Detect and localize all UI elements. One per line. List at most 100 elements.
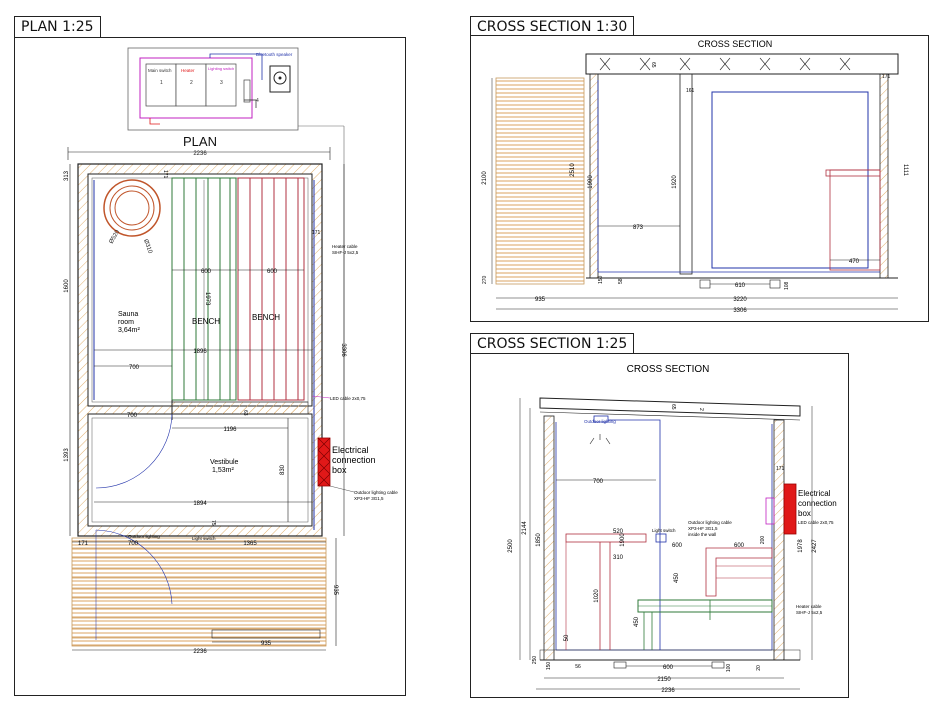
- stove: [103, 179, 161, 237]
- cs2-dim-600-a: 600: [672, 543, 683, 549]
- cs2-dim-600-b: 600: [734, 543, 745, 549]
- cs1-dim-161: 161: [686, 88, 695, 94]
- cs2-dim-171: 171: [776, 466, 785, 472]
- bench-2-label: BENCH: [252, 313, 280, 322]
- heater-cable-label-2: SIHF-J 5x2,5: [332, 250, 359, 255]
- cs1-dim-150: 150: [598, 275, 604, 284]
- plan-dim-935-side: 935: [332, 585, 338, 596]
- cs1-dim-108: 108: [784, 281, 790, 290]
- plan-dim-700-deck: 700: [128, 541, 139, 547]
- cross-section-1-25-tab: CROSS SECTION 1:25: [470, 333, 635, 354]
- cs2-dim-20: 20: [756, 665, 762, 671]
- cs2-heater-cable-2: SIHF-J 5x2,5: [796, 610, 823, 615]
- cs2-outdoor-cable-3: inside the wall: [688, 532, 716, 537]
- cs2-dim-56: 56: [575, 664, 581, 670]
- cs1-dim-270: 270: [482, 275, 488, 284]
- stove-diameter-inner: Ø310: [142, 239, 153, 255]
- sauna-room-area: 3,64m²: [118, 327, 140, 334]
- plan-elec-box-l3: box: [332, 465, 347, 475]
- cs2-heater-cable-1: Heater cable: [796, 604, 822, 609]
- cs2-outdoor-cable-1: Outdoor lighting cable: [688, 520, 732, 525]
- cs2-dim-1020: 1020: [594, 589, 600, 603]
- plan-dim-75: 75: [210, 520, 216, 526]
- cs2-dim-1850: 1850: [536, 533, 542, 547]
- cs2-dim-150: 150: [546, 662, 552, 671]
- cs1-dim-610: 610: [735, 283, 746, 289]
- plan-dim-171-deck: 171: [78, 541, 89, 547]
- cs2-dim-520: 520: [613, 529, 624, 535]
- cs2-outdoor-lighting-label: Outdoor lighting: [584, 419, 616, 424]
- cs2-dim-2500: 2500: [508, 539, 514, 553]
- plan-dim-700-sauna: 700: [129, 365, 140, 371]
- plan-dim-63: 63: [242, 410, 248, 416]
- plan-dim-1600: 1600: [64, 279, 70, 293]
- cs1-dim-1990: 1990: [588, 175, 594, 189]
- plan-elec-box-l2: connection: [332, 455, 376, 465]
- cs1-dim-935: 935: [535, 297, 546, 303]
- cs1-dim-65: 65: [650, 62, 656, 68]
- cs1-dim-470: 470: [849, 259, 860, 265]
- cs2-outdoor-cable-2: XP3-HF 3G1,5: [688, 526, 718, 531]
- cs2-dim-700: 700: [593, 479, 604, 485]
- plan-dim-171-top: 171: [162, 170, 168, 179]
- outdoor-cable-label-1: Outdoor lighting cable: [354, 490, 398, 495]
- cs2-dim-2: 2: [698, 408, 704, 411]
- panel-num-4: 4: [256, 98, 259, 104]
- panel-num-1: 1: [160, 80, 163, 86]
- cs2-led-cable-label: LED cable 2x0,75: [798, 520, 834, 525]
- plan-dim-600-green: 600: [201, 269, 212, 275]
- plan-dim-1973: 1973: [204, 292, 210, 306]
- main-switch-label: Main switch: [148, 68, 172, 73]
- heater-label: Heater: [181, 68, 195, 73]
- cs1-dim-1920: 1920: [672, 175, 678, 189]
- cross-section-1-25-drawing: CROSS SECTION Outdoor lighting Light swi…: [508, 364, 837, 694]
- cs1-dim-58: 58: [618, 278, 624, 284]
- plan-heading: PLAN: [183, 134, 217, 149]
- plan-dim-171-right: 171: [312, 230, 321, 236]
- plan-tab: PLAN 1:25: [14, 16, 101, 37]
- outdoor-cable-label-2: XP3-HF 3G1,5: [354, 496, 384, 501]
- plan-dim-1365: 1365: [243, 541, 257, 547]
- cs2-dim-1978: 1978: [798, 539, 804, 553]
- plan-dim-830: 830: [280, 464, 286, 475]
- cs2-dim-450-a: 450: [674, 572, 680, 583]
- led-cable-label: LED cable 2x0,75: [330, 396, 366, 401]
- plan-dim-700-vest: 700: [127, 413, 138, 419]
- plan-dim-1894: 1894: [193, 501, 207, 507]
- cs1-heading: CROSS SECTION: [698, 39, 773, 49]
- plan-elec-box-l1: Electrical: [332, 445, 369, 455]
- vestibule-area: 1,53m²: [212, 467, 234, 474]
- sauna-room-name: Sauna: [118, 311, 138, 318]
- sauna-room-word: room: [118, 319, 134, 326]
- plan-drawing: Main switch Heater Lighting switch Bluet…: [64, 47, 398, 655]
- cs2-dim-100: 100: [726, 664, 732, 673]
- cs2-dim-600-c: 600: [663, 665, 674, 671]
- cs2-heading: CROSS SECTION: [627, 364, 710, 375]
- cs2-elec-box-l1: Electrical: [798, 489, 831, 498]
- cs2-dim-50: 50: [564, 634, 570, 641]
- cs1-dim-171: 171: [882, 74, 891, 80]
- plan-dim-width-bottom: 2236: [193, 649, 207, 655]
- plan-dim-1393: 1393: [64, 448, 70, 462]
- plan-dim-935-bottom: 935: [261, 641, 272, 647]
- plan-dim-1196: 1196: [224, 427, 238, 433]
- cs1-dim-2100: 2100: [482, 171, 488, 185]
- cs2-elec-box-l3: box: [798, 509, 811, 518]
- cs1-dim-2510: 2510: [570, 163, 576, 177]
- cs2-dim-65: 65: [670, 404, 676, 410]
- cs2-dim-1900: 1900: [620, 533, 626, 547]
- vestibule-name: Vestibule: [210, 459, 239, 466]
- cs1-dim-1111: 1111: [902, 164, 908, 177]
- heater-cable-label-1: Heater cable: [332, 244, 358, 249]
- light-switch-label: Light switch: [192, 536, 216, 541]
- outdoor-lighting-label: Outdoor lighting: [128, 534, 160, 539]
- cs2-dim-2236: 2236: [661, 688, 675, 694]
- cross-section-1-30-tab: CROSS SECTION 1:30: [470, 16, 635, 37]
- electrical-panel-diagram: Main switch Heater Lighting switch Bluet…: [127, 47, 345, 400]
- plan-dim-1896: 1896: [193, 349, 207, 355]
- cross-section-1-30-drawing: CROSS SECTION 2100 2510 1990 1920 161: [482, 39, 908, 314]
- cs2-light-switch-label: Light switch: [652, 528, 676, 533]
- cs1-dim-873: 873: [633, 225, 644, 231]
- cs2-dim-200: 200: [760, 536, 766, 545]
